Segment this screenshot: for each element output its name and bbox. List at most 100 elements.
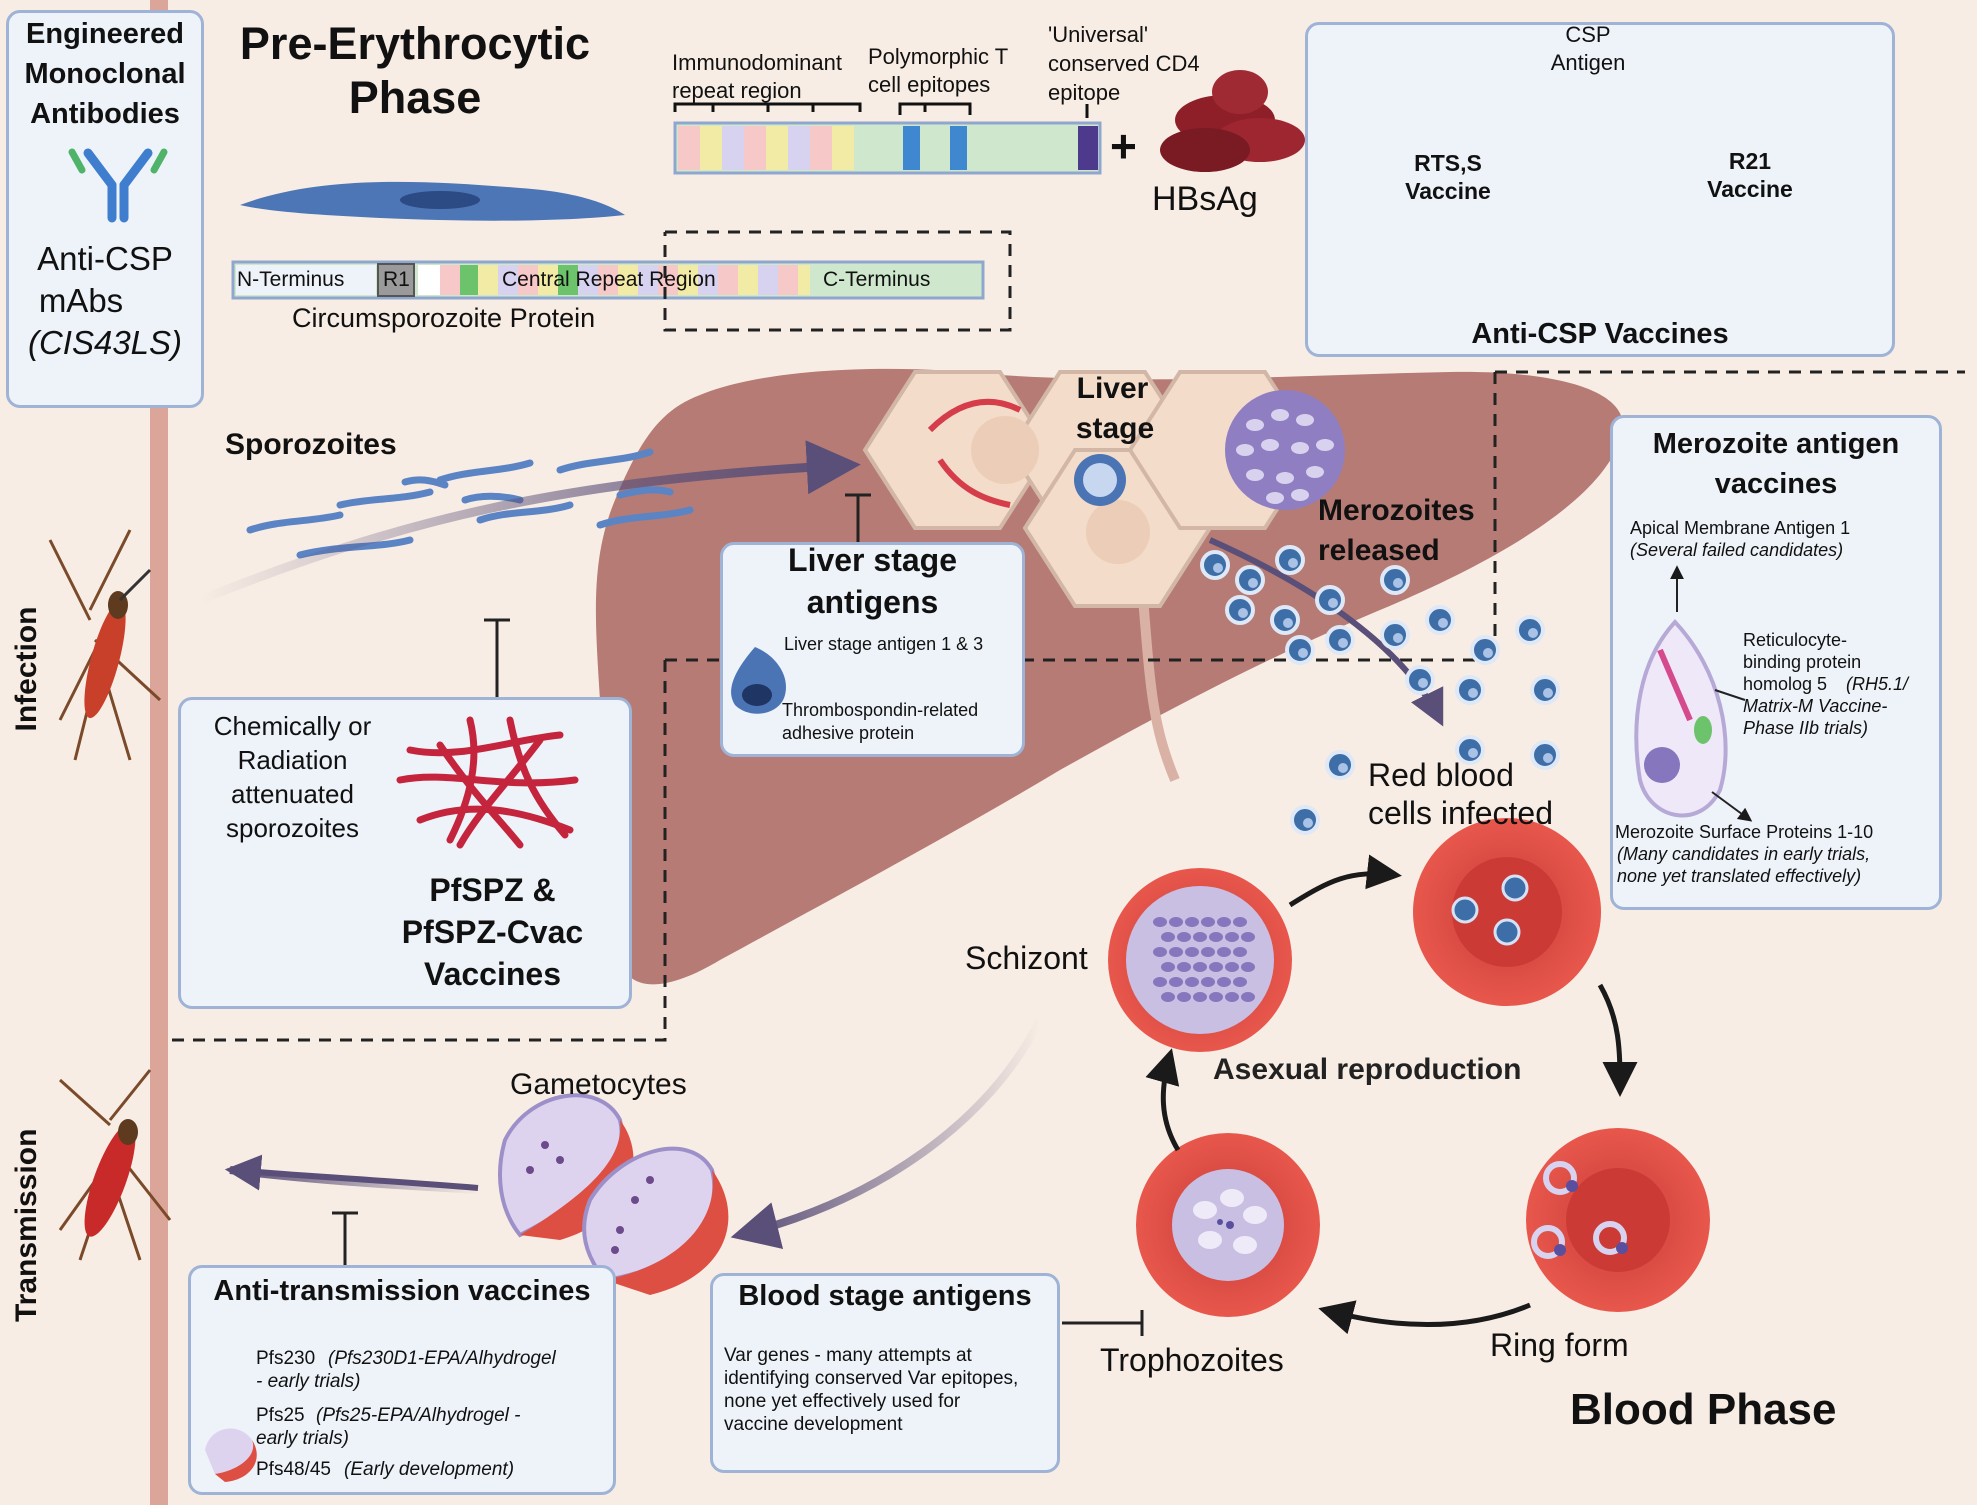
merozoite-nucleus [1303, 818, 1313, 828]
merozoites-label-1: Merozoites [1318, 494, 1475, 527]
cycle-arrows [1145, 854, 1638, 1335]
pfspz-title-3: Vaccines [424, 956, 561, 992]
schizont-merozoite [1177, 962, 1191, 972]
pfspz-desc-3: attenuated [231, 779, 354, 809]
pfs230-note-2: - early trials) [256, 1371, 361, 1392]
ama1-note: (Several failed candidates) [1630, 540, 1844, 560]
schizont-merozoite [1233, 917, 1247, 927]
schizont-merozoite [1233, 977, 1247, 987]
rh5-label-5: Phase IIb trials) [1743, 718, 1869, 738]
pre-phase-title-1: Pre-Erythrocytic [239, 18, 591, 69]
mosquito-bottom [58, 1069, 172, 1261]
schizont-merozoite [1161, 932, 1175, 942]
rh5-label-3: homolog 5 [1743, 674, 1828, 694]
mab-panel [6, 10, 204, 408]
liver-antigens-title-2: antigens [806, 584, 939, 620]
mab-sub-3: (CIS43LS) [27, 324, 183, 361]
mab-sub-1: Anti-CSP [37, 240, 173, 277]
r21-label-2: Vaccine [1707, 176, 1793, 202]
immunodominant-label-2: repeat region [672, 78, 802, 103]
schizont-merozoite [1185, 977, 1199, 987]
schizont-merozoite [1193, 962, 1207, 972]
msp-label: Merozoite Surface Proteins 1-10 [1615, 822, 1874, 842]
schizont-merozoite [1169, 977, 1183, 987]
merozoite-nucleus [1393, 633, 1403, 643]
r21-label-1: R21 [1728, 148, 1772, 174]
schizont-merozoite [1217, 947, 1231, 957]
merozoite-nucleus [1328, 598, 1338, 608]
mosquito-top [48, 529, 162, 761]
schizont-merozoite [1201, 917, 1215, 927]
schizont-label: Schizont [965, 940, 1088, 976]
mab-title-1: Engineered [26, 18, 184, 50]
sporozoites-label: Sporozoites [225, 428, 397, 461]
merozoite-nucleus [1288, 558, 1298, 568]
pfspz-title-1: PfSPZ & [429, 872, 556, 908]
polymorphic-label-2: cell epitopes [868, 72, 991, 97]
asexual-label: Asexual reproduction [1213, 1053, 1522, 1086]
rbc-label-1: Red blood [1368, 757, 1514, 793]
csp-construct-bar [673, 102, 1102, 175]
ring-form-label: Ring form [1490, 1327, 1629, 1363]
schizont-merozoite [1185, 917, 1199, 927]
merozoite-cluster [1200, 545, 1560, 835]
merozoite-nucleus [1213, 563, 1223, 573]
universal-label-1: 'Universal' [1048, 22, 1149, 47]
hbsag-label: HBsAg [1152, 180, 1258, 218]
mab-title-3: Antibodies [30, 98, 180, 130]
schizont-merozoite [1201, 947, 1215, 957]
liver-stage-label-2: stage [1075, 412, 1155, 445]
schizont-merozoite [1185, 947, 1199, 957]
schizont-merozoite [1225, 932, 1239, 942]
mab-title-2: Monoclonal [24, 58, 186, 90]
schizont-merozoite [1241, 992, 1255, 1002]
liver-cells [862, 370, 1345, 608]
dashed-lines [170, 230, 1965, 1042]
anti-csp-title: Anti-CSP Vaccines [1471, 318, 1729, 350]
pfspz-desc-1: Chemically or [213, 711, 372, 741]
merozoite-nucleus [1338, 763, 1348, 773]
merozoite-nucleus [1393, 578, 1403, 588]
anti-csp-panel [1305, 22, 1895, 357]
schizont-merozoite [1233, 947, 1247, 957]
pfs25-note-2: early trials) [256, 1428, 349, 1449]
schizont-merozoite [1241, 962, 1255, 972]
infection-label: Infection [10, 606, 43, 732]
blood-antigens-panel [710, 1273, 1060, 1473]
merozoite-nucleus [1468, 748, 1478, 758]
schizont-merozoite [1169, 917, 1183, 927]
polymorphic-label-1: Polymorphic T [868, 44, 1009, 69]
msp-note-1: (Many candidates in early trials, [1617, 844, 1871, 864]
schizont-merozoite [1153, 947, 1167, 957]
merozoite-nucleus [1543, 688, 1553, 698]
blood-phase-title: Blood Phase [1570, 1385, 1837, 1434]
schizont-merozoite [1241, 932, 1255, 942]
trophozoites-label: Trophozoites [1100, 1342, 1284, 1378]
csp-protein-bar [231, 260, 985, 300]
hbsag-shape [1160, 70, 1305, 172]
pfs48-note: (Early development) [344, 1459, 515, 1480]
pfs230-label: Pfs230 [256, 1348, 316, 1369]
pfspz-title-2: PfSPZ-Cvac [401, 914, 584, 950]
schizont-merozoite [1225, 962, 1239, 972]
pfs48-label: Pfs48/45 [256, 1459, 331, 1480]
schizont-merozoite [1193, 992, 1207, 1002]
pfspz-desc-4: sporozoites [226, 813, 359, 843]
merozoite-nucleus [1468, 688, 1478, 698]
pfs230-note-1: (Pfs230D1-EPA/Alhydrogel [328, 1348, 556, 1369]
msp-note-2: none yet translated effectively) [1617, 866, 1862, 886]
schizont-merozoite [1209, 962, 1223, 972]
rh5-label-4: Matrix-M Vaccine- [1743, 696, 1888, 716]
liver-shape [595, 368, 1624, 985]
schizont-merozoite [1225, 992, 1239, 1002]
gametocytes-label: Gametocytes [510, 1068, 687, 1101]
liver-stage-label-1: Liver [1076, 372, 1149, 405]
csp-name-label: Circumsporozoite Protein [292, 303, 596, 333]
schizont-merozoite [1161, 992, 1175, 1002]
schizont-merozoite [1177, 992, 1191, 1002]
merozoite-nucleus [1298, 648, 1308, 658]
schizont-merozoite [1209, 992, 1223, 1002]
liver-antigen-item-2-1: Thrombospondin-related [782, 700, 979, 720]
inhibition-bars [332, 493, 1144, 1336]
blood-antigens-title: Blood stage antigens [738, 1280, 1032, 1312]
